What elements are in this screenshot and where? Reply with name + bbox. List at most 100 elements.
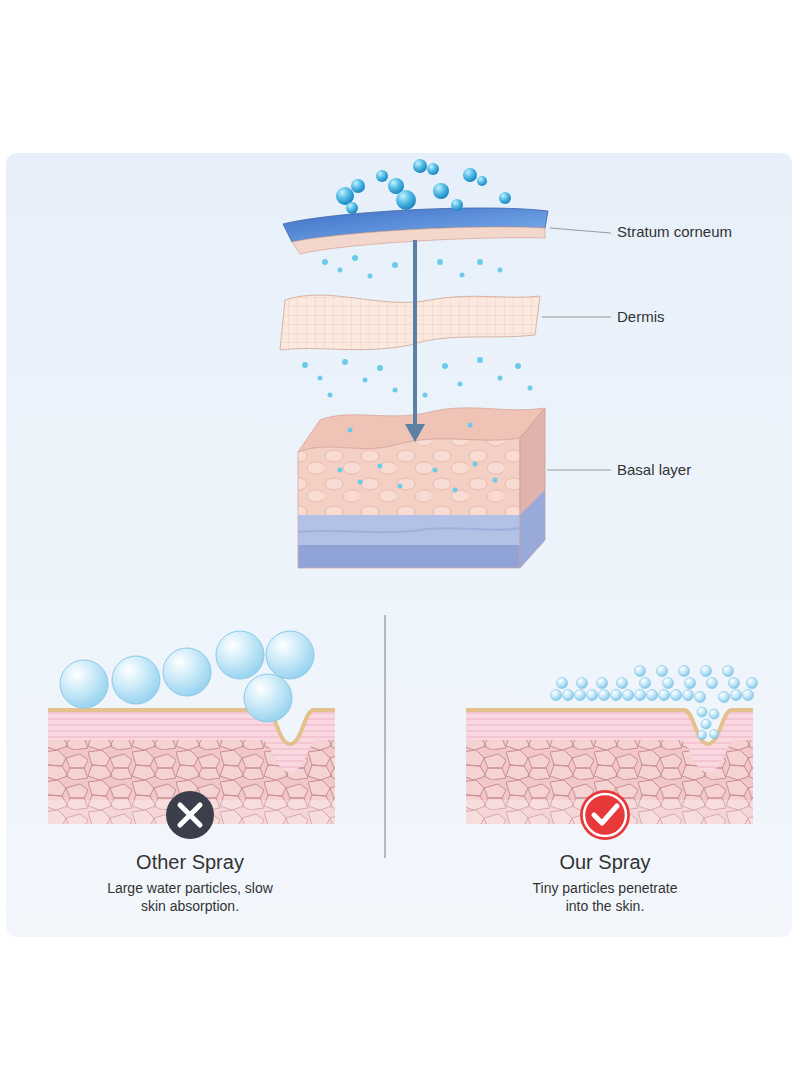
basal-droplets — [338, 423, 498, 493]
skin-cross-section — [48, 710, 335, 744]
caption-text: Large water particles, slow skin absorpt… — [105, 879, 275, 915]
tiny-water-particles — [701, 719, 711, 729]
tiny-water-particles — [617, 678, 628, 689]
leader-lines — [547, 470, 611, 471]
small-droplets — [318, 376, 323, 381]
small-droplets — [393, 388, 398, 393]
large-water-particles — [216, 631, 264, 679]
caption-text: Tiny particles penetrate into the skin. — [520, 879, 690, 915]
small-droplets — [392, 262, 398, 268]
tiny-water-particles — [671, 690, 682, 701]
small-droplets — [528, 386, 533, 391]
small-droplets — [338, 268, 343, 273]
water-droplets — [499, 192, 511, 204]
small-droplets — [328, 393, 333, 398]
large-water-particles — [60, 660, 108, 708]
skin-layers-illustration — [280, 159, 611, 570]
check-icon — [580, 790, 630, 840]
tiny-water-particles — [663, 678, 674, 689]
tiny-water-particles — [623, 690, 634, 701]
tiny-water-particles — [679, 666, 690, 677]
small-droplets — [458, 382, 463, 387]
basal-droplets — [473, 462, 478, 467]
tiny-water-particles — [635, 690, 646, 701]
tiny-water-particles — [719, 692, 730, 703]
small-droplets — [322, 259, 328, 265]
tiny-water-particles — [599, 690, 610, 701]
small-droplets — [515, 363, 521, 369]
tiny-water-particles — [557, 678, 568, 689]
basal-front-face — [298, 528, 520, 532]
tiny-water-particles — [685, 678, 696, 689]
water-droplets — [477, 176, 487, 186]
small-droplets — [342, 359, 348, 365]
tiny-water-particles — [697, 707, 707, 717]
background-panel — [6, 153, 792, 937]
check-icon — [584, 794, 626, 836]
basal-front-face — [298, 430, 520, 570]
stratum-underlayer — [292, 227, 545, 254]
tiny-water-particles — [701, 666, 712, 677]
leader-lines — [542, 228, 611, 470]
tiny-water-particles — [707, 678, 718, 689]
downward-arrow — [405, 424, 425, 442]
tiny-water-particles — [587, 690, 598, 701]
small-droplets — [442, 363, 448, 369]
caption-heading: Other Spray — [70, 850, 310, 874]
cross-icon — [166, 791, 214, 839]
basal-side-blue — [520, 490, 545, 568]
small-droplets — [477, 357, 483, 363]
cross-icon — [166, 791, 214, 839]
small-droplets — [437, 259, 443, 265]
small-droplets — [423, 393, 428, 398]
skin-cross-section — [48, 710, 335, 772]
large-water-particles — [266, 631, 314, 679]
downward-arrow — [413, 240, 417, 426]
basal-droplets — [433, 468, 438, 473]
water-droplets — [376, 170, 388, 182]
tiny-water-particles — [575, 690, 586, 701]
basal-droplets — [493, 478, 498, 483]
layer-label: Dermis — [617, 308, 665, 326]
tiny-water-particles — [577, 678, 588, 689]
small-droplets — [377, 365, 383, 371]
cross-icon — [180, 805, 200, 825]
dermis-sheet — [280, 295, 540, 350]
water-droplets — [396, 190, 416, 210]
check-icon — [594, 806, 617, 823]
water-droplets — [351, 179, 365, 193]
small-droplets — [460, 273, 465, 278]
basal-front-face — [298, 430, 520, 570]
basal-front-face — [298, 515, 520, 545]
small-droplets — [363, 378, 368, 383]
leader-lines — [542, 317, 611, 318]
tiny-water-particles — [551, 666, 758, 740]
tiny-water-particles — [659, 690, 670, 701]
small-droplets — [477, 259, 483, 265]
large-water-particles — [244, 674, 292, 722]
tiny-water-particles — [747, 678, 758, 689]
check-icon — [580, 790, 630, 840]
tiny-water-particles — [695, 692, 706, 703]
water-droplets — [427, 163, 439, 175]
tiny-water-particles — [729, 678, 740, 689]
tiny-water-particles — [657, 666, 668, 677]
small-droplets — [498, 268, 503, 273]
tiny-water-particles — [731, 690, 742, 701]
basal-droplets — [338, 468, 343, 473]
tiny-water-particles — [723, 666, 734, 677]
downward-arrow — [405, 240, 425, 442]
large-water-particles — [163, 648, 211, 696]
basal-outline — [298, 438, 520, 568]
water-droplets — [463, 168, 477, 182]
tiny-water-particles — [710, 730, 719, 739]
small-droplets — [352, 255, 358, 261]
basal-droplets — [398, 484, 403, 489]
basal-droplets — [378, 464, 383, 469]
layer-label: Stratum corneum — [617, 223, 732, 241]
tiny-water-particles — [640, 678, 651, 689]
basal-droplets — [468, 423, 473, 428]
water-droplets — [346, 202, 358, 214]
